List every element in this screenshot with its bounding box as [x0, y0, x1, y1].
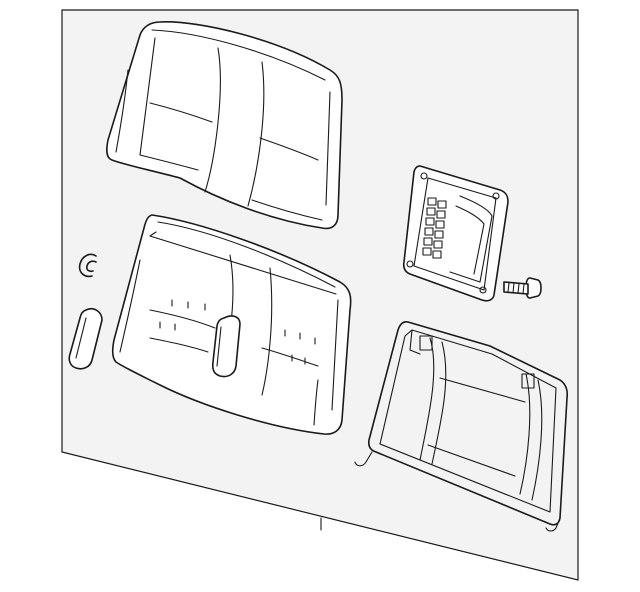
upper-seat-cushion-cover[interactable] [106, 21, 343, 230]
switch-button-grid [422, 197, 447, 259]
control-switch-bracket[interactable] [402, 165, 509, 302]
latch-bezel-trim[interactable] [68, 307, 103, 370]
mounting-bolt[interactable] [503, 277, 542, 299]
lower-seatback-cover[interactable] [111, 214, 352, 435]
retaining-clip[interactable] [78, 253, 97, 278]
seatback-frame[interactable] [354, 321, 569, 532]
